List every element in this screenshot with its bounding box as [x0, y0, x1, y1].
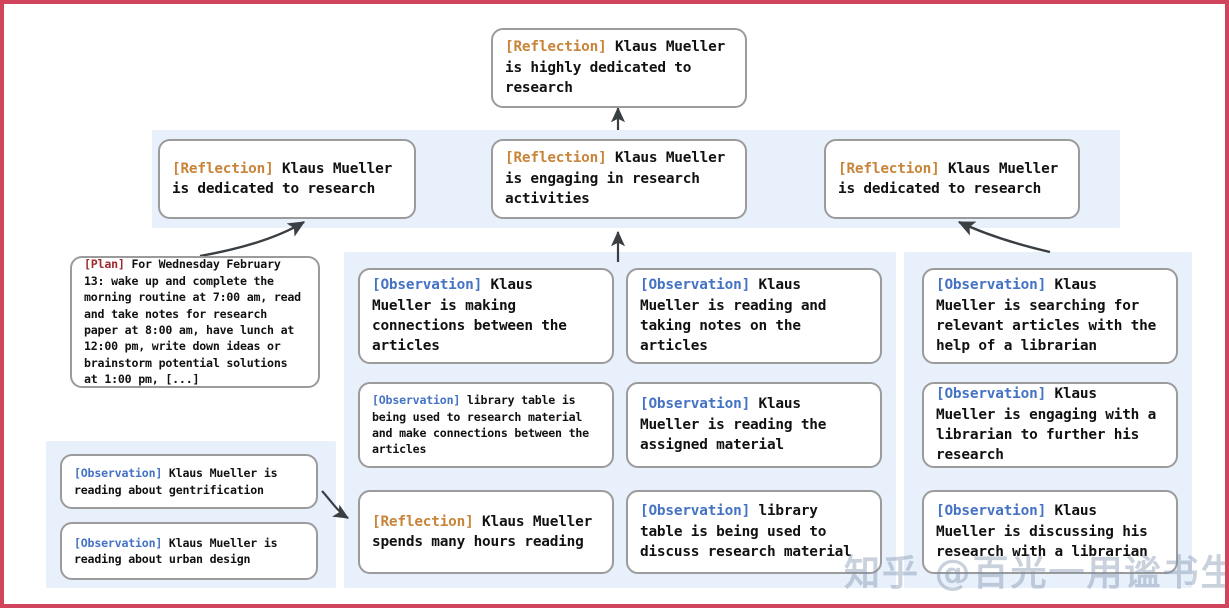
node-col3-observation-3-text: [Observation] library table is being use…: [640, 501, 868, 562]
node-col4-observation-2-body: Klaus Mueller is engaging with a librari…: [936, 386, 1157, 464]
node-plan-body: For Wednesday February 13: wake up and c…: [84, 257, 301, 387]
node-col3-observation-1-text: [Observation] Klaus Mueller is reading a…: [640, 275, 868, 357]
node-left-observation-2[interactable]: [Observation] Klaus Mueller is reading a…: [60, 522, 318, 580]
node-col4-observation-3[interactable]: [Observation] Klaus Mueller is discussin…: [922, 490, 1178, 574]
tag-observation: [Observation]: [640, 277, 751, 294]
node-reflection-middle-body: Klaus Mueller is engaging in research ac…: [505, 150, 726, 208]
node-col2-reflection[interactable]: [Reflection] Klaus Mueller spends many h…: [358, 490, 614, 574]
node-col4-observation-1-text: [Observation] Klaus Mueller is searching…: [936, 275, 1164, 357]
node-col2-observation-1-body: Klaus Mueller is making connections betw…: [372, 277, 567, 355]
node-col2-observation-2[interactable]: [Observation] library table is being use…: [358, 382, 614, 468]
node-col2-observation-1-text: [Observation] Klaus Mueller is making co…: [372, 275, 600, 357]
node-plan[interactable]: [Plan] For Wednesday February 13: wake u…: [70, 256, 320, 388]
tag-plan: [Plan]: [84, 257, 125, 272]
node-col3-observation-3[interactable]: [Observation] library table is being use…: [626, 490, 882, 574]
node-col4-observation-2[interactable]: [Observation] Klaus Mueller is engaging …: [922, 382, 1178, 468]
tag-observation: [Observation]: [936, 503, 1047, 520]
node-col2-reflection-body: Klaus Mueller spends many hours reading: [372, 513, 593, 550]
tag-observation: [Observation]: [74, 535, 163, 550]
tag-reflection: [Reflection]: [505, 150, 607, 167]
tag-reflection: [Reflection]: [505, 39, 607, 56]
node-col2-reflection-text: [Reflection] Klaus Mueller spends many h…: [372, 512, 600, 553]
tag-reflection: [Reflection]: [372, 513, 474, 530]
node-col3-observation-1[interactable]: [Observation] Klaus Mueller is reading a…: [626, 268, 882, 364]
node-plan-text: [Plan] For Wednesday February 13: wake u…: [84, 256, 306, 388]
node-left-observation-1[interactable]: [Observation] Klaus Mueller is reading a…: [60, 454, 318, 509]
node-reflection-right-text: [Reflection] Klaus Mueller is dedicated …: [838, 159, 1066, 200]
node-col3-observation-2-text: [Observation] Klaus Mueller is reading t…: [640, 394, 868, 455]
tag-reflection: [Reflection]: [838, 160, 940, 177]
node-reflection-right[interactable]: [Reflection] Klaus Mueller is dedicated …: [824, 139, 1080, 219]
node-reflection-left-body: Klaus Mueller is dedicated to research: [172, 160, 393, 197]
node-reflection-right-body: Klaus Mueller is dedicated to research: [838, 160, 1059, 197]
node-reflection-middle-text: [Reflection] Klaus Mueller is engaging i…: [505, 148, 733, 209]
tag-observation: [Observation]: [372, 277, 483, 294]
tag-observation: [Observation]: [936, 277, 1047, 294]
node-root-body: Klaus Mueller is highly dedicated to res…: [505, 39, 726, 97]
node-col4-observation-3-body: Klaus Mueller is discussing his research…: [936, 503, 1148, 561]
node-col4-observation-1[interactable]: [Observation] Klaus Mueller is searching…: [922, 268, 1178, 364]
node-col2-observation-1[interactable]: [Observation] Klaus Mueller is making co…: [358, 268, 614, 364]
tag-observation: [Observation]: [640, 396, 751, 413]
node-root-text: [Reflection] Klaus Mueller is highly ded…: [505, 37, 733, 98]
node-left-observation-1-text: [Observation] Klaus Mueller is reading a…: [74, 465, 304, 498]
node-col3-observation-3-body: library table is being used to discuss r…: [640, 503, 852, 561]
tag-observation: [Observation]: [372, 393, 461, 408]
node-reflection-middle[interactable]: [Reflection] Klaus Mueller is engaging i…: [491, 139, 747, 219]
node-reflection-left-text: [Reflection] Klaus Mueller is dedicated …: [172, 159, 402, 200]
tag-observation: [Observation]: [640, 503, 751, 520]
tag-observation: [Observation]: [74, 466, 163, 481]
tag-observation: [Observation]: [936, 386, 1047, 403]
node-col4-observation-3-text: [Observation] Klaus Mueller is discussin…: [936, 501, 1164, 562]
node-root-reflection[interactable]: [Reflection] Klaus Mueller is highly ded…: [491, 28, 747, 108]
node-col2-observation-2-text: [Observation] library table is being use…: [372, 392, 600, 458]
node-left-observation-2-body: Klaus Mueller is reading about urban des…: [74, 535, 278, 566]
node-col4-observation-1-body: Klaus Mueller is searching for relevant …: [936, 277, 1157, 355]
node-col3-observation-1-body: Klaus Mueller is reading and taking note…: [640, 277, 827, 355]
tag-reflection: [Reflection]: [172, 160, 274, 177]
node-col3-observation-2-body: Klaus Mueller is reading the assigned ma…: [640, 396, 827, 454]
node-col4-observation-2-text: [Observation] Klaus Mueller is engaging …: [936, 384, 1164, 466]
node-left-observation-2-text: [Observation] Klaus Mueller is reading a…: [74, 535, 304, 568]
node-col3-observation-2[interactable]: [Observation] Klaus Mueller is reading t…: [626, 382, 882, 468]
node-col2-observation-2-body: library table is being used to research …: [372, 393, 589, 457]
watermark: 知乎 @百光一用谧书生: [844, 553, 1229, 594]
node-reflection-left[interactable]: [Reflection] Klaus Mueller is dedicated …: [158, 139, 416, 219]
node-left-observation-1-body: Klaus Mueller is reading about gentrific…: [74, 466, 278, 497]
